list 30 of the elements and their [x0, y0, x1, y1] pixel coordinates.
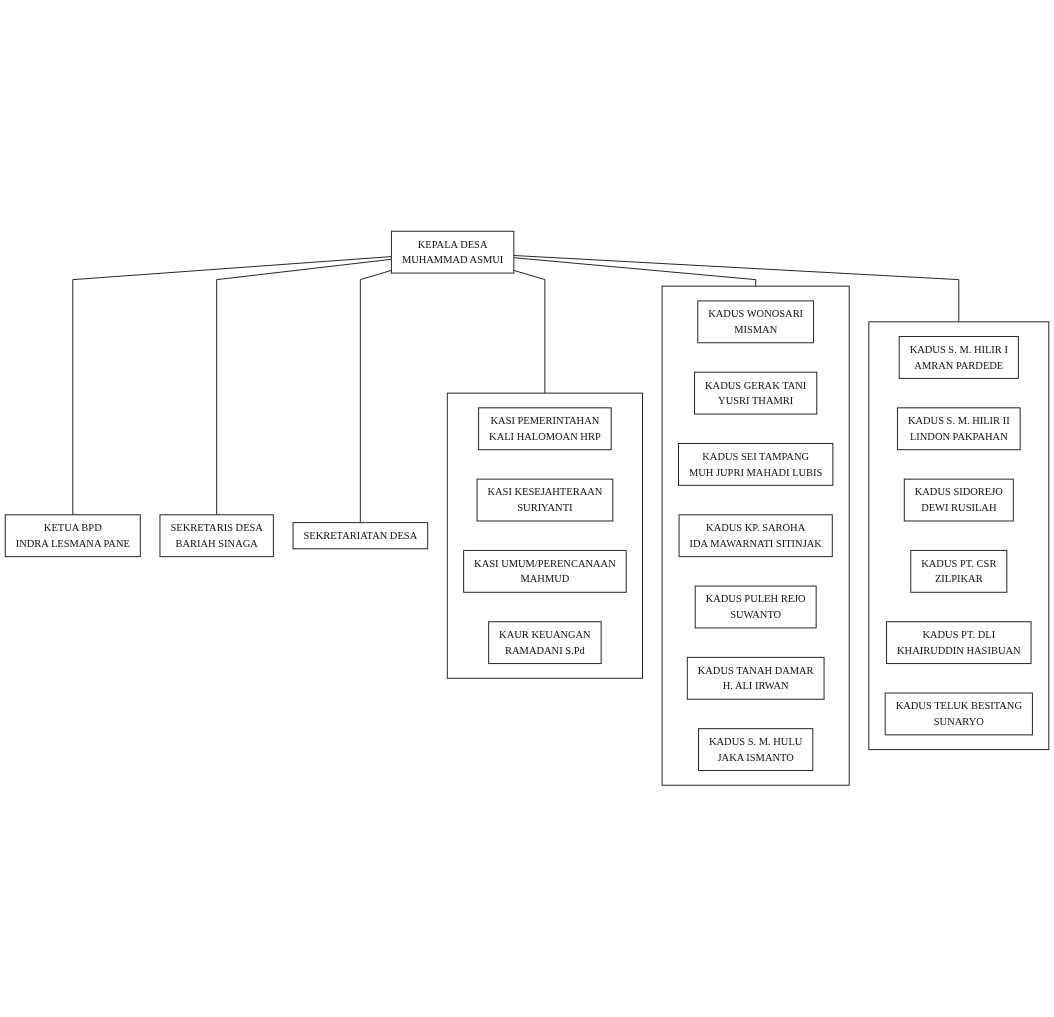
- node-box: KADUS PT. CSR ZILPIKAR: [910, 550, 1008, 594]
- node-box: KADUS SIDOREJO DEWI RUSILAH: [903, 478, 1014, 522]
- node-box: KADUS TANAH DAMAR H. ALI IRWAN: [686, 657, 825, 700]
- cluster: [661, 285, 850, 786]
- node-box: KASI KESEJAHTERAAN SURIYANTI: [476, 478, 614, 522]
- node-box: KASI UMUM/PERENCANAAN MAHMUD: [463, 550, 627, 594]
- node-box: KEPALA DESA MUHAMMAD ASMUI: [390, 231, 515, 274]
- node-box: KADUS PULEH REJO SUWANTO: [694, 585, 817, 629]
- node-box: KADUS TELUK BESITANG SUNARYO: [884, 692, 1033, 736]
- node-box: KAUR KEUANGAN RAMADANI S.Pd: [488, 621, 602, 665]
- connector: [513, 255, 960, 323]
- connector: [513, 257, 757, 287]
- node-box: SEKRETARIS DESA BARIAH SINAGA: [159, 514, 274, 558]
- node-box: KADUS SEI TAMPANG MUH JUPRI MAHADI LUBIS: [678, 443, 834, 487]
- node-box: KADUS S. M. HULU JAKA ISMANTO: [698, 728, 814, 772]
- node-box: SEKRETARIATAN DESA: [292, 522, 429, 550]
- connector: [359, 270, 392, 524]
- connector: [513, 270, 546, 394]
- node-box: KADUS S. M. HILIR II LINDON PAKPAHAN: [896, 407, 1021, 451]
- cluster: [446, 392, 643, 680]
- connector: [72, 256, 392, 516]
- node-box: KADUS S. M. HILIR I AMRAN PARDEDE: [898, 336, 1019, 380]
- node-box: KADUS WONOSARI MISMAN: [697, 300, 815, 344]
- node-box: KETUA BPD INDRA LESMANA PANE: [4, 514, 141, 558]
- cluster: [868, 321, 1050, 751]
- node-box: KADUS KP. SAROHA IDA MAWARNATI SITINJAK: [678, 514, 833, 558]
- node-box: KADUS PT. DLI KHAIRUDDIN HASIBUAN: [886, 621, 1032, 665]
- node-box: KADUS GERAK TANI YUSRI THAMRI: [694, 371, 818, 415]
- node-box: KASI PEMERINTAHAN KALI HALOMOAN HRP: [478, 407, 612, 451]
- connector: [216, 259, 392, 516]
